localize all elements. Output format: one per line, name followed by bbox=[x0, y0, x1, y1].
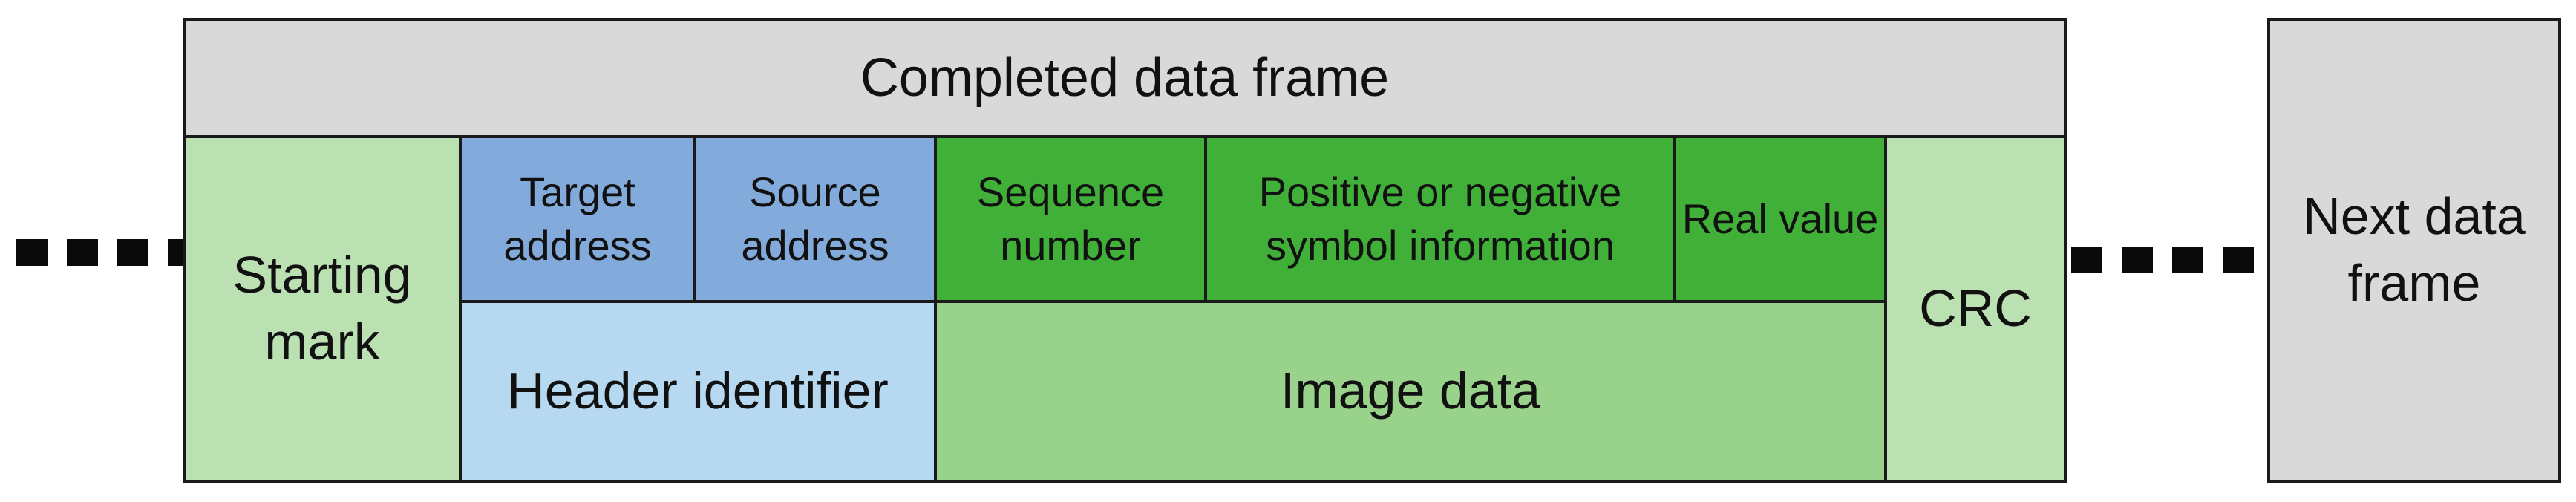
target-address-label: Target address bbox=[503, 169, 652, 269]
dash bbox=[16, 239, 48, 266]
frame-title-bar: Completed data frame bbox=[183, 18, 2067, 138]
header-identifier-field: Header identifier bbox=[459, 300, 937, 483]
dash bbox=[2172, 247, 2203, 273]
header-identifier-label: Header identifier bbox=[507, 362, 889, 420]
sign-information-label: Positive or negative symbol information bbox=[1258, 169, 1622, 269]
source-address-label: Source address bbox=[741, 169, 889, 269]
crc-label: CRC bbox=[1919, 279, 2032, 338]
sequence-number-field: Sequence number bbox=[934, 135, 1207, 303]
sequence-number-label: Sequence number bbox=[976, 169, 1165, 269]
source-address-field: Source address bbox=[693, 135, 937, 303]
image-data-field: Image data bbox=[934, 300, 1887, 483]
dash bbox=[2071, 247, 2102, 273]
image-data-label: Image data bbox=[1280, 362, 1541, 420]
starting-mark-field: Starting mark bbox=[183, 135, 462, 483]
starting-mark-label: Starting mark bbox=[232, 246, 412, 371]
real-value-label: Real value bbox=[1681, 195, 1879, 243]
dash bbox=[2223, 247, 2254, 273]
frame-title: Completed data frame bbox=[860, 48, 1390, 108]
crc-field: CRC bbox=[1884, 135, 2067, 483]
dash bbox=[67, 239, 98, 266]
sign-information-field: Positive or negative symbol information bbox=[1204, 135, 1676, 303]
target-address-field: Target address bbox=[459, 135, 696, 303]
left-continuation-dots bbox=[16, 239, 199, 266]
next-data-frame-label: Next data frame bbox=[2303, 187, 2526, 312]
real-value-field: Real value bbox=[1673, 135, 1887, 303]
next-data-frame: Next data frame bbox=[2267, 18, 2561, 483]
dash bbox=[2122, 247, 2153, 273]
dash bbox=[117, 239, 148, 266]
